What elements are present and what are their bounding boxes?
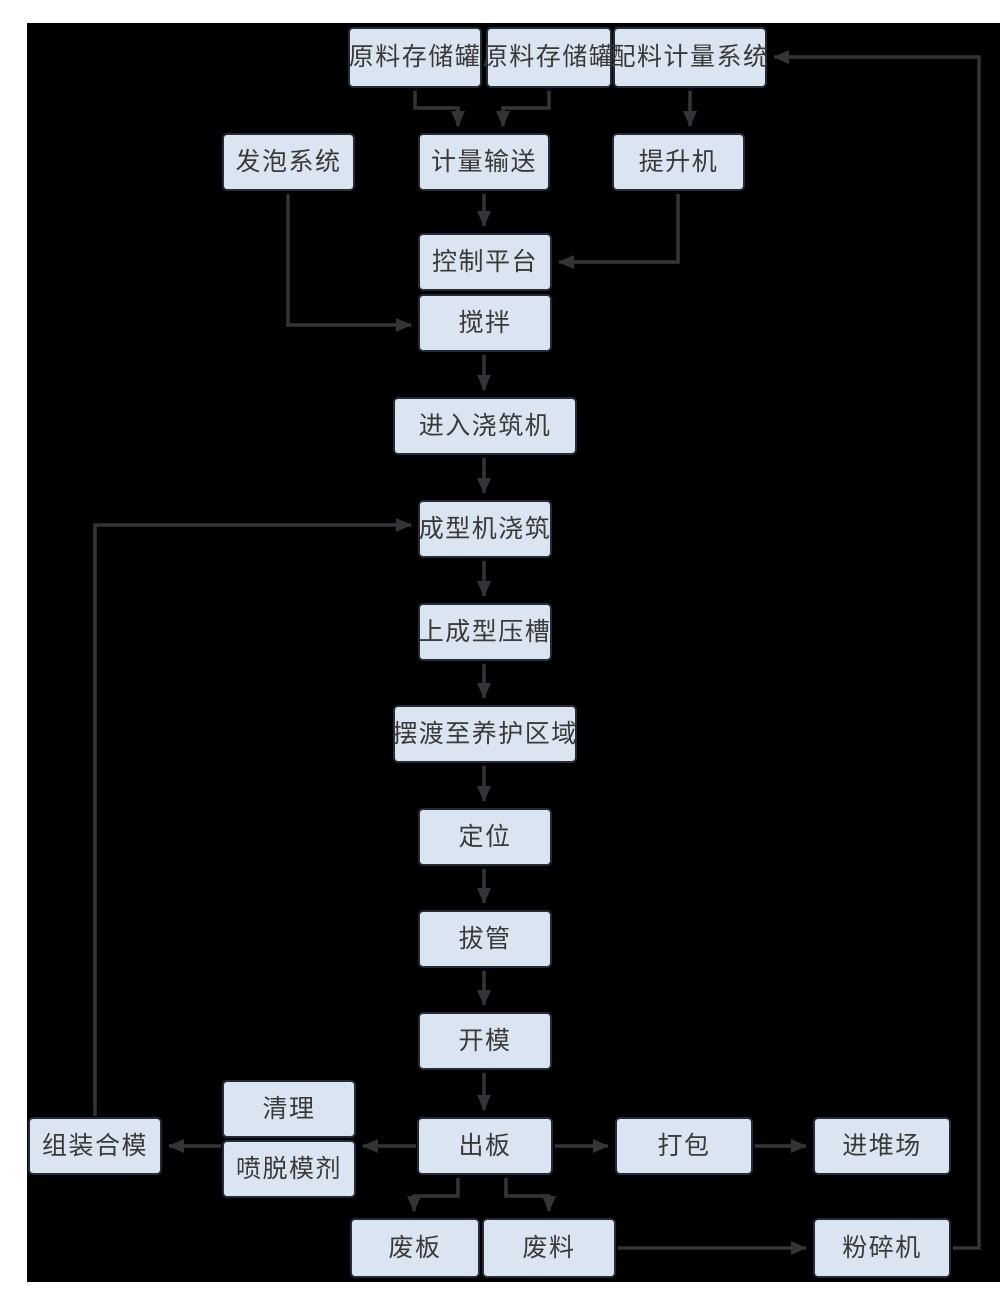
node-tank-1: 原料存储罐 — [348, 27, 482, 88]
node-foaming-system: 发泡系统 — [222, 133, 355, 191]
node-board-output: 出板 — [417, 1117, 553, 1175]
node-cleaning: 清理 — [222, 1080, 356, 1138]
node-stacking-yard: 进堆场 — [813, 1117, 951, 1175]
node-waste-board: 废板 — [350, 1218, 480, 1278]
node-assemble-close-mold: 组装合模 — [28, 1117, 162, 1175]
node-control-platform: 控制平台 — [418, 233, 552, 291]
node-tube-pulling: 拔管 — [418, 910, 552, 968]
node-metering-conveyor: 计量输送 — [418, 133, 550, 191]
node-mold-opening: 开模 — [418, 1012, 552, 1070]
node-waste-material: 废料 — [482, 1218, 616, 1278]
node-enter-pouring-machine: 进入浇筑机 — [393, 397, 577, 455]
node-forming-machine-pouring: 成型机浇筑 — [418, 500, 552, 558]
node-batching-system: 配料计量系统 — [611, 27, 768, 88]
node-crusher: 粉碎机 — [813, 1218, 951, 1278]
node-ferry-to-curing-area: 摆渡至养护区域 — [392, 705, 577, 763]
node-mixing: 搅拌 — [418, 294, 552, 352]
node-spray-release-agent: 喷脱模剂 — [222, 1140, 356, 1198]
node-positioning: 定位 — [418, 808, 552, 866]
node-hoist: 提升机 — [612, 133, 745, 191]
node-tank-2: 原料存储罐 — [483, 27, 614, 88]
node-packing: 打包 — [615, 1117, 753, 1175]
node-forming-press-groove: 上成型压槽 — [418, 603, 552, 661]
